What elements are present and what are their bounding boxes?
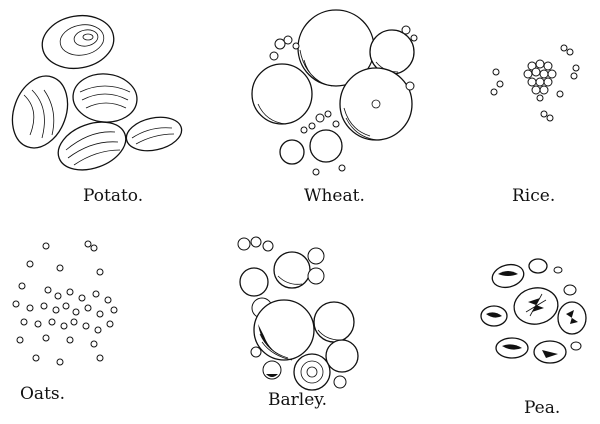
oats-granules-drawing xyxy=(12,240,118,366)
oats-panel: Oats. xyxy=(0,212,200,424)
pea-granules-drawing xyxy=(480,258,587,364)
rice-label: Rice. xyxy=(512,186,556,206)
potato-panel: Potato. xyxy=(0,0,200,212)
pea-label: Pea. xyxy=(524,398,561,418)
wheat-granules-drawing xyxy=(251,9,418,176)
wheat-label: Wheat. xyxy=(304,186,365,206)
pea-panel: Pea. xyxy=(440,212,600,424)
oats-label: Oats. xyxy=(20,384,66,404)
potato-granules-drawing xyxy=(11,14,183,171)
rice-panel: Rice. xyxy=(440,0,600,212)
wheat-panel: Wheat. xyxy=(200,0,440,212)
potato-label: Potato. xyxy=(83,186,144,206)
barley-label: Barley. xyxy=(268,390,328,410)
barley-granules-drawing xyxy=(237,236,359,391)
rice-granules-drawing xyxy=(490,44,580,122)
barley-panel: Barley. xyxy=(200,212,440,424)
